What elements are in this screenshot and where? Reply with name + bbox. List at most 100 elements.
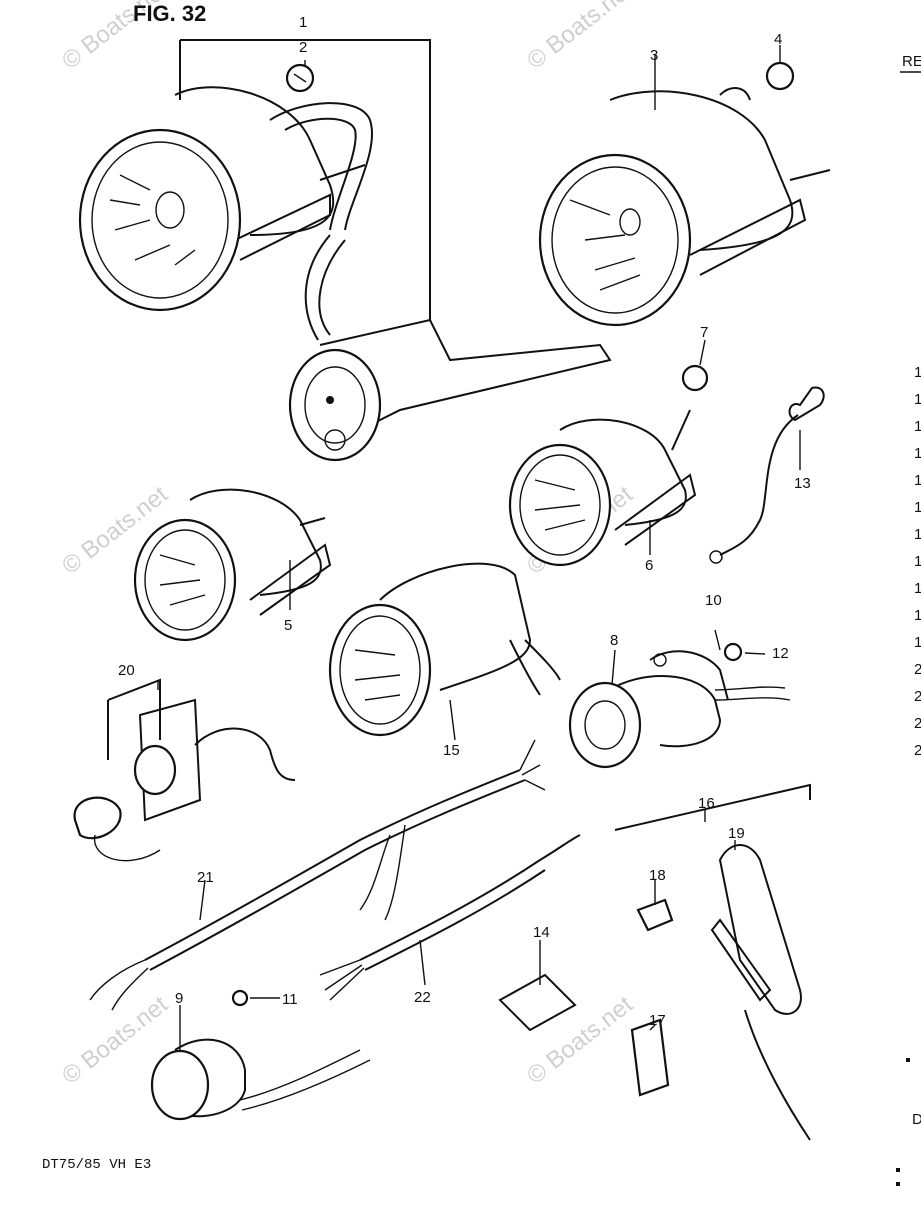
gauge-wires (509, 639, 561, 696)
callout-5: 5 (284, 617, 292, 634)
side-number: 1 (914, 418, 921, 435)
part-7-bulb (681, 364, 709, 392)
part-3-gauge (538, 61, 831, 327)
cord-wire (719, 414, 799, 556)
gauge-face-rim (538, 153, 692, 327)
part-1-bracket (179, 39, 431, 320)
callout-6: 6 (645, 557, 653, 574)
gauge-face-rim (328, 603, 432, 737)
part-14-tape (498, 973, 577, 1032)
callout-17: 17 (649, 1012, 666, 1029)
cable-upper-inner (284, 117, 357, 231)
callout-2: 2 (299, 39, 307, 56)
side-column: RE 1 1 1 1 1 1 1 1 1 1 1 2 2 2 2 D (896, 53, 921, 1186)
callout-9: 9 (175, 990, 183, 1007)
harness-tails (89, 959, 149, 1011)
gauge-needle-marks (109, 174, 196, 266)
callout-18: 18 (649, 867, 666, 884)
switch-face (568, 681, 642, 769)
part-5-gauge (133, 488, 332, 642)
gauge-needle-marks (534, 479, 586, 531)
harness-main (144, 769, 521, 961)
harness-branch (359, 824, 406, 921)
switch-knob (133, 744, 177, 796)
part-20-kill-switch (73, 678, 296, 862)
cord-plug (788, 386, 825, 422)
callout-8: 8 (610, 632, 618, 649)
model-code: DT75/85 VH E3 (42, 1157, 151, 1173)
part-16-bracket (614, 783, 811, 831)
callout-19: 19 (728, 825, 745, 842)
cable-lower (304, 234, 346, 341)
gauge-stud (299, 517, 326, 526)
side-dot (906, 1058, 910, 1062)
part-1-remote-housing (288, 318, 612, 462)
side-footer: D (912, 1111, 921, 1128)
harness-main (359, 834, 581, 961)
side-number: 2 (914, 688, 921, 705)
part-21-harness (89, 739, 546, 1011)
switch-wire (194, 727, 296, 781)
leader-lines (157, 45, 801, 1050)
housing-lever (319, 318, 612, 431)
side-number: 2 (914, 661, 921, 678)
gauge-face (519, 454, 601, 556)
gauge-face (339, 615, 421, 725)
side-number: 1 (914, 553, 921, 570)
side-number: 1 (914, 445, 921, 462)
gauge-boss (719, 87, 751, 101)
side-number: 1 (914, 364, 921, 381)
callout-16: 16 (698, 795, 715, 812)
gauge-face (91, 141, 229, 299)
cap-lanyard (94, 834, 161, 862)
buzzer-leads (239, 1049, 371, 1111)
side-header: RE (902, 53, 921, 70)
harness-main-b (364, 869, 546, 971)
side-number: 2 (914, 715, 921, 732)
buzzer-face (150, 1049, 210, 1121)
part-8-switch (568, 642, 791, 769)
callout-15: 15 (443, 742, 460, 759)
gauge-housing (609, 90, 794, 251)
callout-labels: 1 2 3 4 5 6 7 8 9 10 11 12 13 14 15 16 1… (118, 14, 811, 1029)
side-number: 1 (914, 472, 921, 489)
part-6-gauge (508, 364, 709, 567)
gauge-housing (559, 418, 687, 526)
part-19-arm (710, 918, 772, 1002)
harness-plugs (319, 959, 365, 1001)
gauge-needle-marks (159, 554, 206, 606)
part-17-clip (630, 1018, 670, 1097)
callout-14: 14 (533, 924, 550, 941)
switch-body (609, 675, 722, 748)
gauge-face-rim (508, 443, 612, 567)
side-dot (896, 1182, 900, 1186)
part-20-bracket (107, 678, 161, 760)
housing-pivot (326, 396, 334, 404)
side-number: 1 (914, 391, 921, 408)
housing-face (288, 348, 382, 462)
side-number: 1 (914, 526, 921, 543)
housing-knob (324, 429, 346, 451)
part-22-harness (319, 834, 581, 1001)
gauge-stud (789, 169, 831, 181)
part-9-buzzer (150, 1038, 371, 1121)
callout-13: 13 (794, 475, 811, 492)
part-19-lead (744, 1009, 811, 1141)
gauge-face (551, 166, 679, 314)
figure-title: FIG. 32 (133, 1, 206, 26)
part-12-screw (723, 642, 743, 662)
callout-7: 7 (700, 324, 708, 341)
side-number: 1 (914, 580, 921, 597)
bulb-detail (293, 73, 307, 83)
gauge-housing (174, 86, 335, 236)
callout-22: 22 (414, 989, 431, 1006)
part-11-screw (231, 989, 249, 1007)
part-10-bracket (649, 650, 729, 701)
callout-21: 21 (197, 869, 214, 886)
gauge-mount-bracket (614, 473, 697, 546)
callout-12: 12 (772, 645, 789, 662)
switch-mount-hole (653, 653, 667, 667)
gauge-mount-bracket (249, 543, 332, 616)
